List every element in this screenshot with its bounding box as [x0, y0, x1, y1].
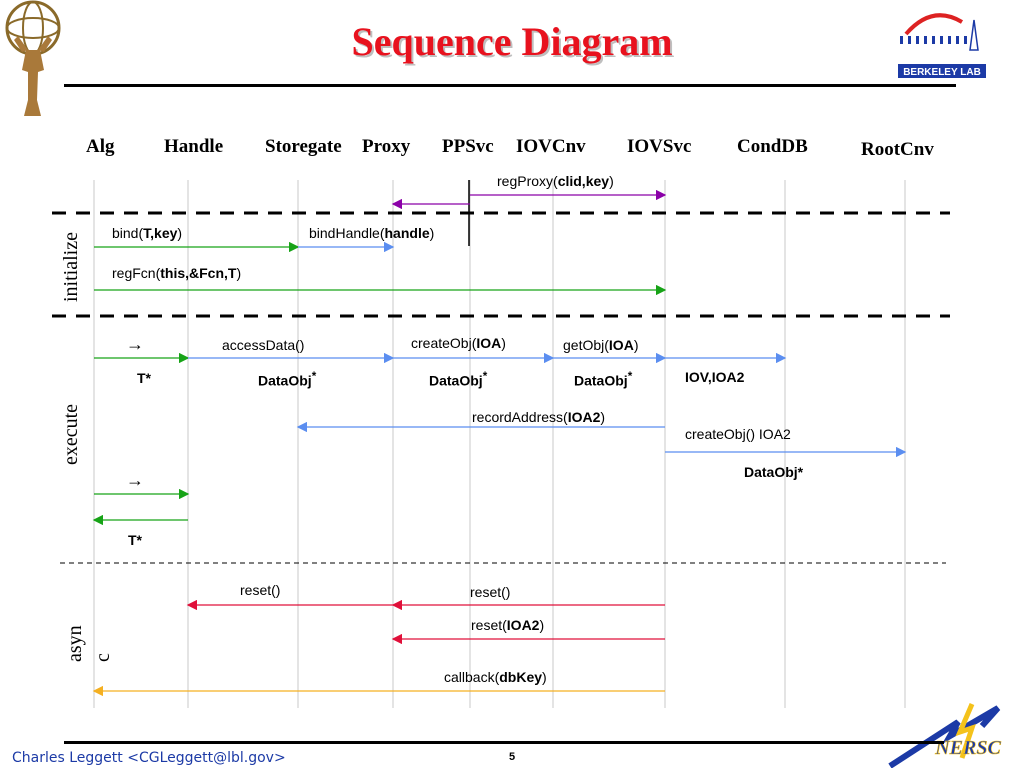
- msg-reset-3: reset(IOA2): [471, 617, 545, 633]
- header-rule: [64, 84, 956, 87]
- arrow-glyph-1: →: [126, 334, 144, 354]
- column-conddb: CondDB: [737, 136, 808, 157]
- page-number: 5: [509, 751, 516, 763]
- atlas-logo: [5, 0, 61, 116]
- footer-author: Charles Leggett <CGLeggett@lbl.gov>: [12, 750, 286, 766]
- phase-async: asyn: [64, 625, 86, 662]
- return-dataobj-2: DataObj*: [429, 370, 488, 389]
- berkeley-lab-text: BERKELEY LAB: [903, 67, 981, 78]
- phase-execute: execute: [60, 403, 82, 465]
- msg-bindhandle: bindHandle(handle): [309, 225, 435, 241]
- arrow-glyph-2: →: [126, 470, 144, 490]
- page-title: Sequence Diagram: [351, 19, 673, 64]
- return-t-1: T*: [137, 370, 151, 386]
- msg-createobj-2: createObj() IOA2: [685, 426, 791, 442]
- column-iovcnv: IOVCnv: [516, 136, 586, 157]
- msg-callback: callback(dbKey): [444, 669, 547, 685]
- column-storegate: Storegate: [265, 136, 342, 157]
- msg-reset-1: reset(): [240, 582, 281, 598]
- return-dataobj-3: DataObj*: [574, 370, 633, 389]
- return-dataobj-4: DataObj*: [744, 464, 804, 480]
- msg-reset-2: reset(): [470, 584, 511, 600]
- nersc-text: NERSC: [934, 737, 1001, 759]
- column-handle: Handle: [164, 136, 224, 157]
- return-dataobj-1: DataObj*: [258, 370, 317, 389]
- phase-initialize: initialize: [60, 232, 82, 302]
- column-alg: Alg: [86, 136, 115, 157]
- nersc-logo: NERSC: [888, 703, 1002, 768]
- msg-regproxy: regProxy(clid,key): [497, 173, 614, 189]
- phase-async-cont: c: [92, 653, 114, 662]
- msg-getobj: getObj(IOA): [563, 337, 639, 353]
- msg-regfcn: regFcn(this,&Fcn,T): [112, 265, 242, 281]
- page-title-shadow: Sequence Diagram: [353, 21, 675, 66]
- return-iov-ioa2: IOV,IOA2: [685, 369, 745, 385]
- msg-bind: bind(T,key): [112, 225, 183, 241]
- column-ppsvc: PPSvc: [442, 136, 494, 157]
- msg-recordaddress: recordAddress(IOA2): [472, 409, 606, 425]
- msg-accessdata: accessData(): [222, 337, 305, 353]
- return-t-2: T*: [128, 532, 142, 548]
- column-iovsvc: IOVSvc: [627, 136, 692, 157]
- footer-rule: [64, 741, 944, 744]
- column-proxy: Proxy: [362, 136, 411, 157]
- column-rootcnv: RootCnv: [861, 139, 934, 160]
- msg-createobj-1: createObj(IOA): [411, 335, 506, 351]
- berkeley-lab-logo: BERKELEY LAB: [898, 13, 986, 78]
